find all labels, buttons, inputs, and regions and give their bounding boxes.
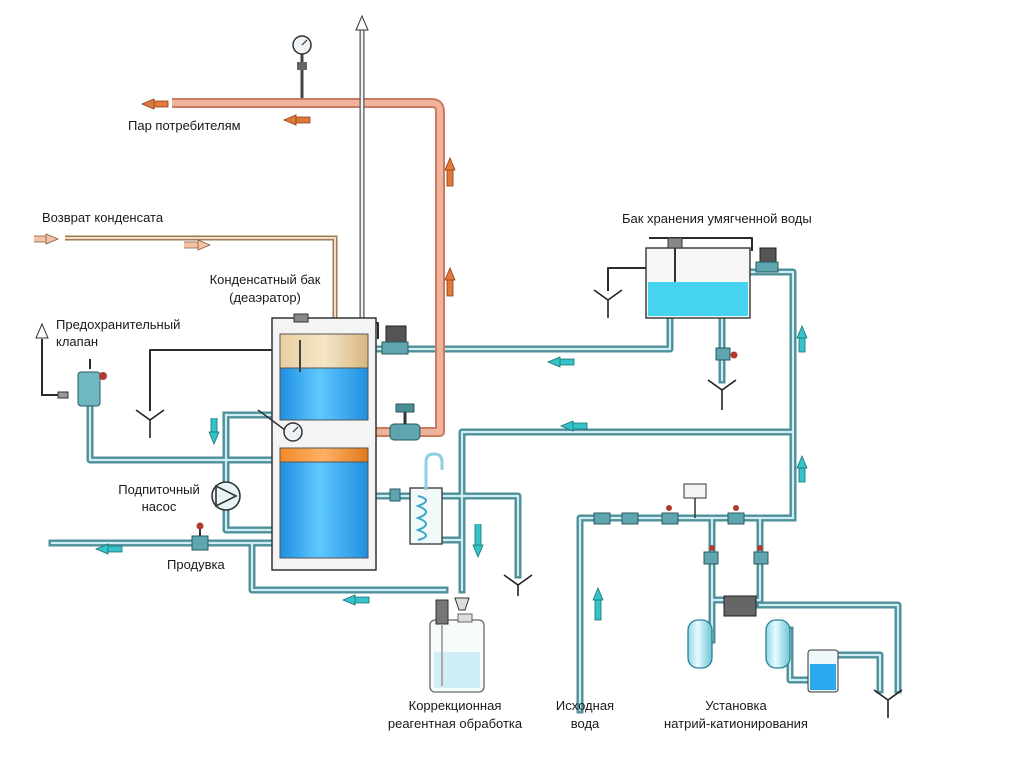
label-feed-pump-line2: насос — [141, 499, 177, 514]
drain-valve-icon — [715, 347, 738, 361]
label-feed-pump-line1: Подпиточный — [118, 482, 200, 497]
flow-arrows-steam — [140, 98, 456, 297]
steam-regulating-valve-icon — [389, 403, 421, 441]
label-softener-unit-line1: Установка — [705, 698, 767, 713]
label-safety-valve-line1: Предохранительный — [56, 317, 181, 332]
header-valves — [593, 512, 769, 565]
label-condensate-tank-line2: (деаэратор) — [229, 290, 301, 305]
softened-water-tank — [645, 237, 751, 319]
label-condensate-tank-line1: Конденсатный бак — [209, 272, 321, 287]
sample-cooler-icon — [389, 452, 444, 545]
solenoid-valve-icon — [755, 247, 779, 273]
blowdown-valve-icon — [191, 522, 209, 551]
softener-filter-left — [687, 619, 713, 669]
dosing-valve-icon — [454, 597, 470, 611]
feed-pump-icon — [211, 481, 241, 511]
label-reagent-treatment-line1: Коррекционная — [408, 698, 502, 713]
solenoid-valve-icon — [381, 325, 409, 355]
softener-filter-right — [765, 619, 791, 669]
label-condensate-return: Возврат конденсата — [42, 210, 164, 225]
label-source-water-line1: Исходная — [555, 698, 615, 713]
pressure-gauge-icon — [257, 409, 303, 442]
safety-valve-vent — [35, 322, 49, 339]
label-blowdown: Продувка — [167, 557, 225, 572]
valve-handles — [666, 505, 763, 551]
label-source-water-line2: вода — [570, 716, 600, 731]
pressure-gauge-icon — [292, 35, 312, 98]
safety-valve-icon — [57, 371, 107, 407]
deaerator-vent — [355, 14, 369, 330]
label-safety-valve-line2: клапан — [56, 334, 99, 349]
condensate-tank — [271, 313, 377, 571]
flow-arrows-water — [94, 324, 808, 621]
brine-tank — [807, 649, 839, 693]
softener-control-head-icon — [683, 483, 757, 617]
label-reagent-treatment-line2: реагентная обработка — [387, 716, 523, 731]
flow-arrows-condensate — [34, 233, 212, 251]
condensate-pipe — [65, 235, 338, 318]
drain-funnel-icons — [135, 289, 903, 718]
reagent-dosing-tank — [429, 599, 485, 693]
label-softened-water-tank: Бак хранения умягченной воды — [622, 211, 812, 226]
label-softener-unit-line2: натрий-катионирования — [664, 716, 808, 731]
label-steam-to-consumers: Пар потребителям — [128, 118, 241, 133]
